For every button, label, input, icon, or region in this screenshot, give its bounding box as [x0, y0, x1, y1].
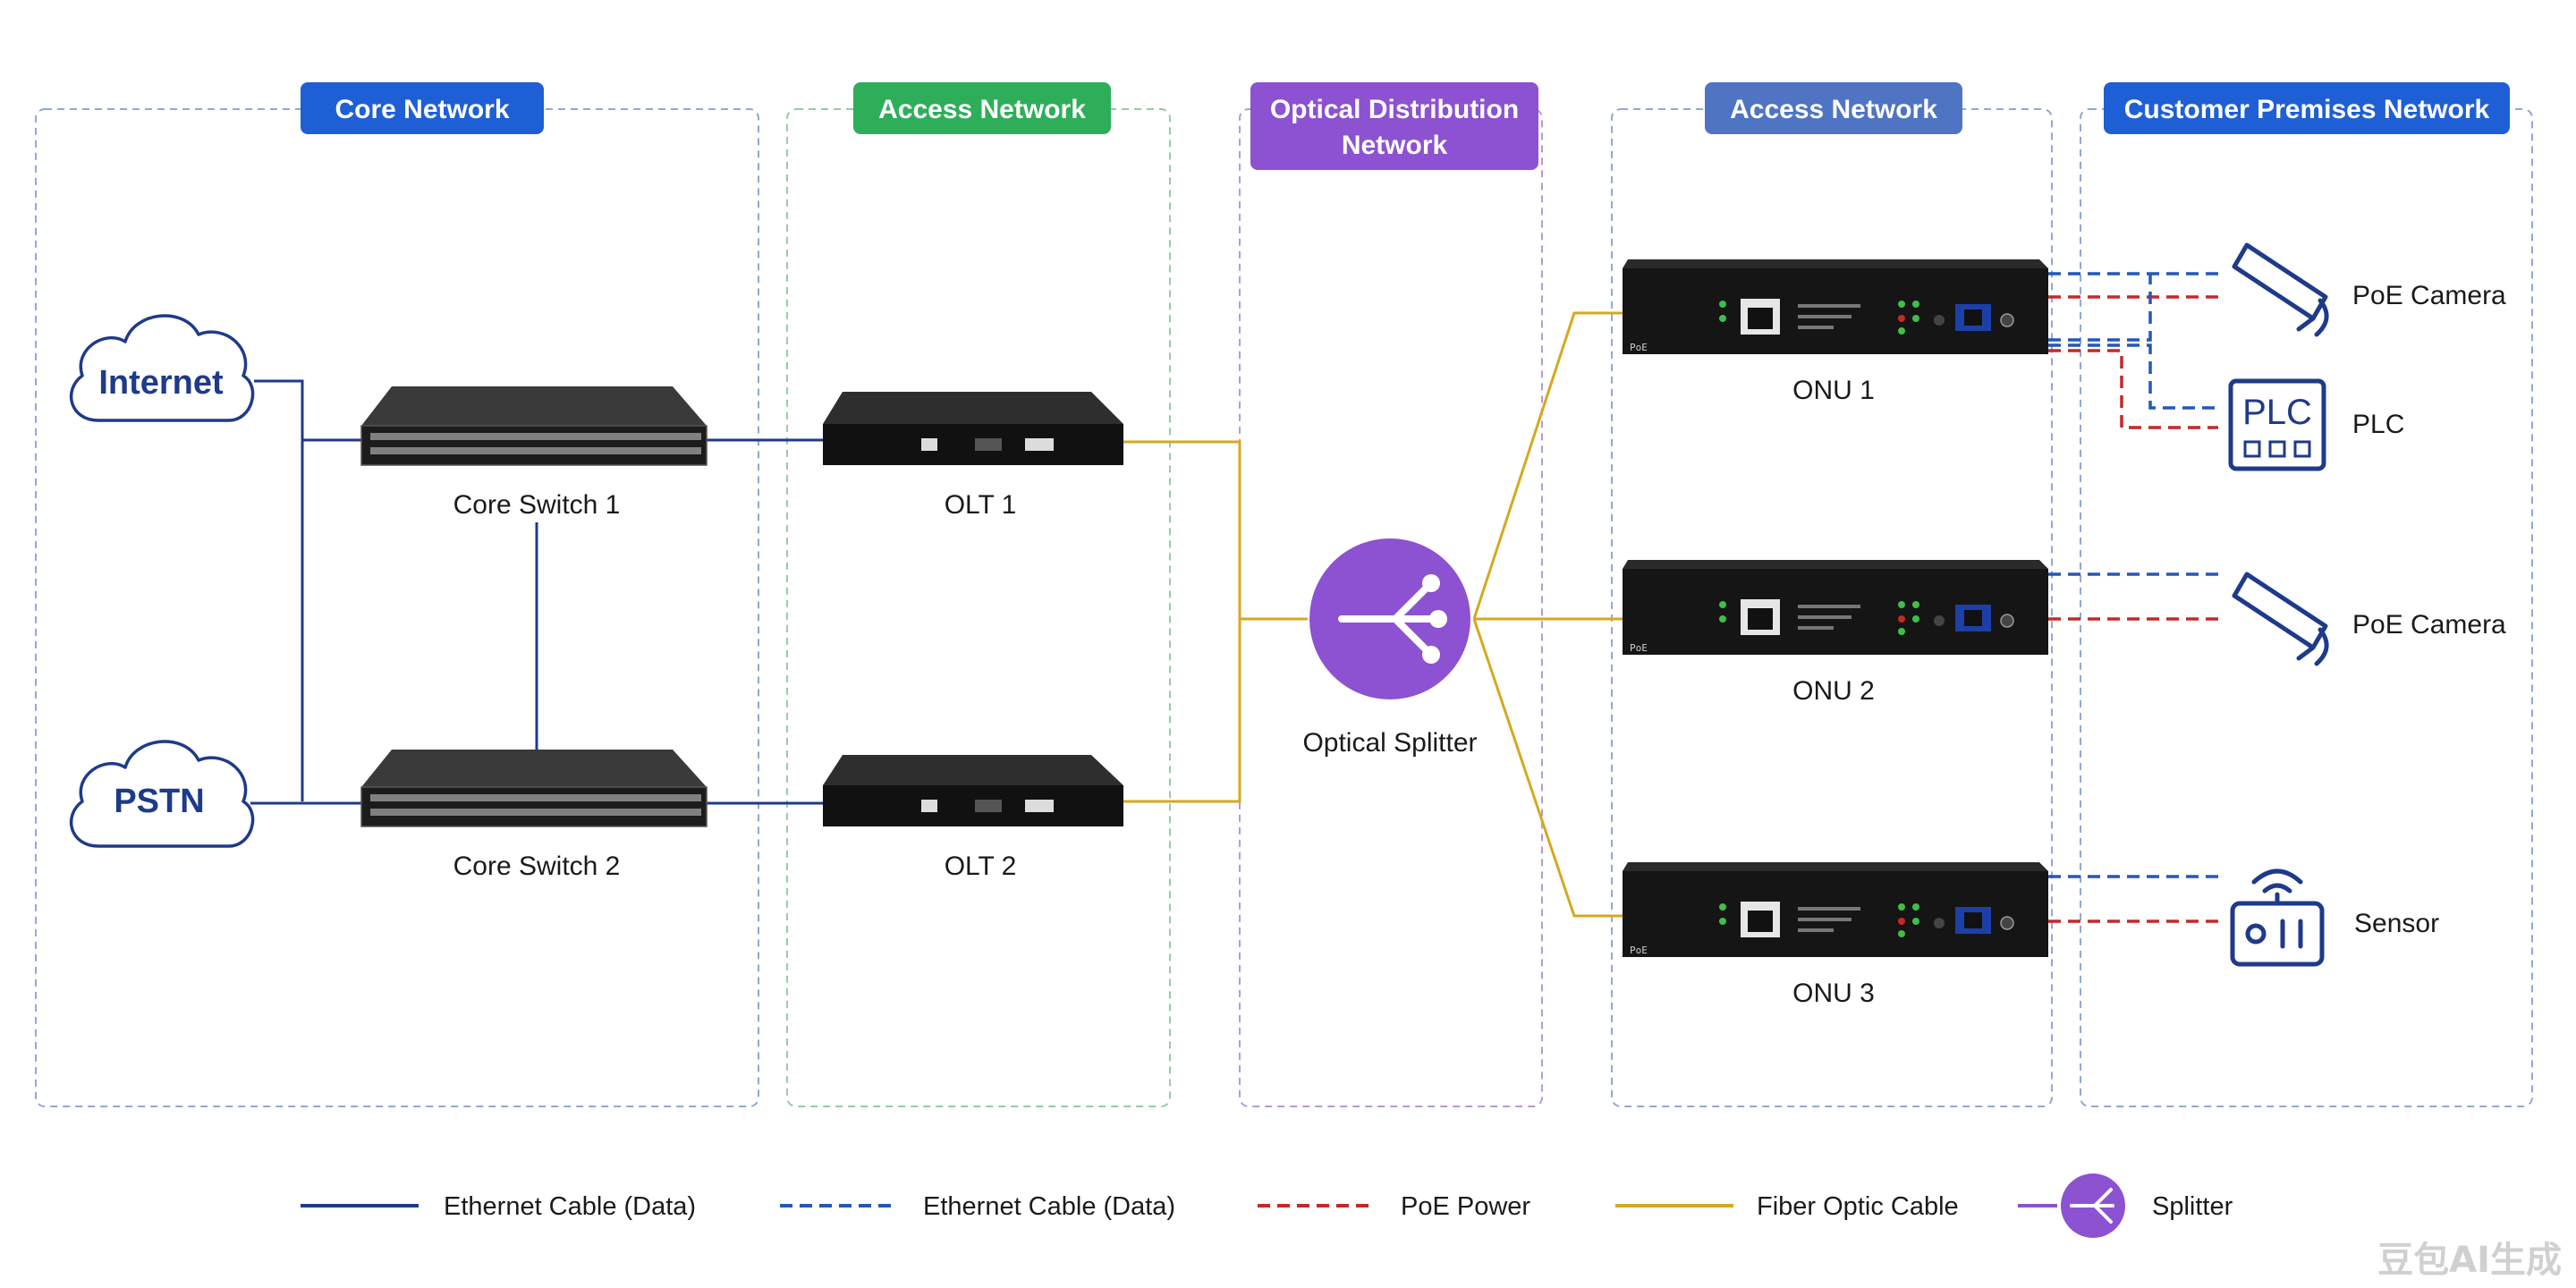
sensor: Sensor [2230, 869, 2439, 967]
zone-access1-box [786, 108, 1171, 1107]
zone-access2-box [1611, 108, 2053, 1107]
svg-text:Network: Network [1342, 131, 1448, 160]
internet-label: Internet [98, 364, 224, 402]
svg-text:Fiber Optic Cable: Fiber Optic Cable [1757, 1192, 1959, 1221]
camera-icon [2232, 572, 2329, 666]
onu-3-poe-badge: PoE [1630, 945, 1648, 956]
zone-core-box [35, 108, 759, 1107]
optical-splitter-label: Optical Splitter [1302, 728, 1477, 758]
onu-1: PoE ONU 1 [1623, 259, 2048, 405]
pstn-label: PSTN [114, 783, 204, 820]
legend-poe: PoE Power [1258, 1192, 1530, 1221]
legend: Ethernet Cable (Data) Ethernet Cable (Da… [301, 1174, 2233, 1238]
zone-customer-box [2080, 108, 2533, 1107]
optical-splitter: Optical Splitter [1302, 538, 1478, 758]
camera-icon [2232, 242, 2329, 337]
legend-splitter: Splitter [2018, 1174, 2233, 1238]
svg-text:Ethernet Cable (Data): Ethernet Cable (Data) [444, 1192, 696, 1221]
legend-ethernet-solid: Ethernet Cable (Data) [301, 1192, 696, 1221]
plc: PLC PLC [2228, 378, 2404, 471]
svg-text:PLC: PLC [2242, 393, 2312, 432]
onu-2: PoE ONU 2 [1623, 560, 2048, 706]
legend-fiber: Fiber Optic Cable [1615, 1192, 1959, 1221]
core-switch-1-label: Core Switch 1 [453, 490, 621, 520]
zone-title-odn: Optical Distribution Network [1250, 82, 1538, 170]
poe-camera-2: PoE Camera [2232, 572, 2506, 666]
core-switch-2: Core Switch 2 [360, 750, 708, 881]
zone-title-access2: Access Network [1705, 82, 1962, 134]
poe-camera-1-label: PoE Camera [2352, 281, 2506, 310]
onu-3: PoE ONU 3 [1623, 862, 2048, 1008]
legend-splitter-icon [2070, 1188, 2114, 1224]
olt-1-label: OLT 1 [945, 490, 1017, 520]
svg-text:Core Network: Core Network [335, 95, 509, 124]
poe-camera-1: PoE Camera [2232, 242, 2506, 337]
svg-text:Ethernet Cable (Data): Ethernet Cable (Data) [923, 1192, 1175, 1221]
pstn-cloud: PSTN [69, 740, 255, 848]
onu-2-poe-badge: PoE [1630, 642, 1648, 654]
customer-links [2048, 272, 2218, 923]
internet-cloud: Internet [69, 314, 255, 422]
fiber-links [1123, 311, 1623, 918]
zone-title-customer: Customer Premises Network [2104, 82, 2510, 134]
onu-1-label: ONU 1 [1792, 376, 1875, 405]
watermark: 豆包AI生成 [2377, 1240, 2562, 1281]
plc-icon: PLC [2228, 378, 2326, 471]
onu-3-label: ONU 3 [1792, 979, 1875, 1008]
core-switch-1: Core Switch 1 [360, 386, 708, 520]
svg-text:Customer Premises Network: Customer Premises Network [2124, 95, 2490, 124]
ethernet-links-core [250, 379, 823, 805]
onu-2-label: ONU 2 [1792, 676, 1875, 706]
svg-text:Access Network: Access Network [1730, 95, 1937, 124]
svg-text:Optical Distribution: Optical Distribution [1270, 95, 1519, 124]
sensor-icon [2230, 869, 2325, 967]
onu-1-poe-badge: PoE [1630, 342, 1648, 353]
olt-2-label: OLT 2 [945, 852, 1017, 881]
zone-title-core: Core Network [301, 82, 544, 134]
olt-2: OLT 2 [823, 755, 1123, 881]
plc-label: PLC [2352, 410, 2404, 439]
svg-text:Access Network: Access Network [878, 95, 1086, 124]
sensor-label: Sensor [2354, 909, 2439, 938]
svg-text:Splitter: Splitter [2152, 1192, 2233, 1221]
poe-camera-2-label: PoE Camera [2352, 610, 2506, 640]
legend-ethernet-dashed: Ethernet Cable (Data) [780, 1192, 1175, 1221]
olt-1: OLT 1 [823, 392, 1123, 520]
core-switch-2-label: Core Switch 2 [453, 852, 621, 881]
switch-ports [370, 433, 701, 454]
zone-title-access1: Access Network [853, 82, 1111, 134]
svg-text:PoE Power: PoE Power [1401, 1192, 1530, 1221]
